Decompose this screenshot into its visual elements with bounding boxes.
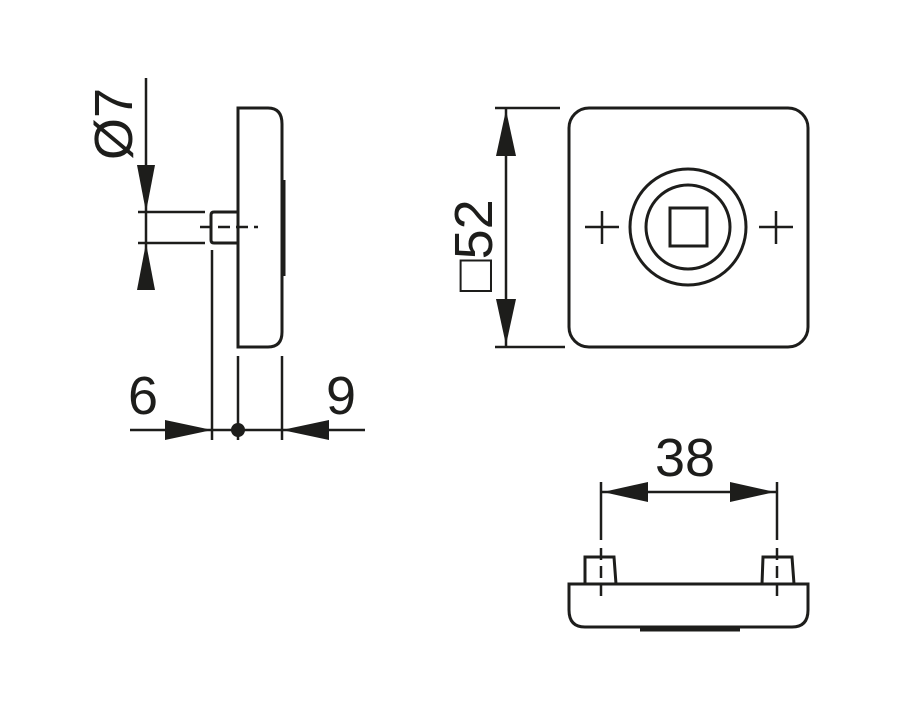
bottom-view: 38 (567, 428, 810, 632)
arrow-right-icon (165, 420, 212, 440)
front-view: □52 (444, 106, 810, 349)
rosette-front-outline (567, 106, 810, 349)
fixing-cross-left (585, 211, 619, 244)
inner-ring (644, 183, 732, 271)
arrow-left-icon (282, 420, 329, 440)
arrow-up-icon (496, 110, 516, 156)
diameter-label: Ø7 (84, 88, 144, 160)
right-offset-label: 9 (326, 366, 356, 426)
arrow-up-icon (137, 243, 155, 290)
arrow-down-icon (137, 165, 155, 212)
size-label: □52 (444, 199, 504, 292)
fixing-cross-right (759, 211, 793, 244)
arrow-left-icon (603, 482, 648, 502)
fixing-pin-left (583, 555, 618, 585)
datum-dot (231, 423, 245, 437)
hole-spacing-label: 38 (655, 428, 715, 488)
rosette-side-profile (236, 106, 284, 349)
square-spindle-hole (668, 206, 709, 248)
left-offset-label: 6 (128, 366, 158, 426)
outer-ring (628, 167, 748, 287)
arrow-down-icon (496, 299, 516, 345)
rosette-bottom-profile (567, 582, 810, 629)
arrow-right-icon (730, 482, 775, 502)
side-view: Ø7 6 9 (84, 78, 365, 440)
